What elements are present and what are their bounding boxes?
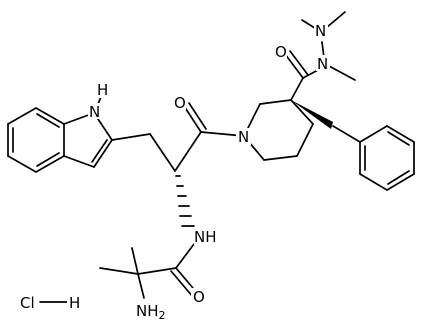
bond [386, 173, 415, 191]
atom-label-cl: Cl [20, 294, 35, 312]
bond [137, 267, 177, 275]
atom-label-n: N [238, 128, 249, 146]
bond [7, 155, 37, 173]
bond-double-inner [387, 170, 410, 185]
bond [174, 131, 202, 172]
bond [149, 133, 176, 172]
bond-double [284, 53, 304, 79]
bond [296, 123, 314, 157]
bond [137, 273, 145, 299]
atom-label-nh: NH [194, 228, 217, 246]
stereo-bonds [175, 100, 333, 227]
atom-label-h: H [97, 81, 108, 99]
bond [131, 247, 139, 275]
bond [290, 99, 314, 125]
atom-label-nh: NH [136, 302, 159, 320]
wedge-bond [291, 100, 333, 129]
atom-label-subscript: 2 [159, 309, 166, 322]
atom-label-o: O [275, 43, 287, 61]
atom-label-nh2: NH2 [136, 302, 166, 322]
atom-label-n: N [89, 103, 100, 121]
bond [7, 107, 37, 125]
bond [35, 155, 65, 173]
bond [35, 107, 65, 125]
bond [290, 77, 304, 101]
bond [93, 139, 113, 168]
bond [302, 69, 319, 79]
bond [328, 65, 356, 81]
bond [63, 155, 95, 168]
bond [263, 155, 298, 161]
bond-double-inner [91, 139, 108, 163]
bond [359, 125, 388, 143]
bond [175, 243, 195, 269]
hashed-wedge-bond [175, 175, 195, 227]
bond-double-inner [387, 131, 410, 146]
bond-double [289, 50, 309, 76]
bond-double [170, 270, 194, 298]
bond [111, 133, 151, 141]
bond [325, 11, 346, 29]
atom-label-n: N [315, 22, 326, 40]
bond-double [188, 102, 207, 130]
atom-label-o: O [193, 288, 205, 306]
atom-label-o: O [174, 94, 186, 112]
bond [183, 105, 202, 133]
bond-double-inner [36, 113, 60, 128]
bond-layer [7, 11, 415, 303]
bond [99, 267, 139, 275]
bond [259, 99, 292, 105]
bond [359, 173, 388, 191]
bond [386, 125, 415, 143]
atom-label-n: N [317, 55, 328, 73]
bond [332, 125, 361, 143]
atom-label-h: H [69, 294, 80, 312]
atom-labels: H N O N O N N NH O NH2 Cl H [18, 22, 330, 322]
bond-double-inner [36, 152, 60, 167]
